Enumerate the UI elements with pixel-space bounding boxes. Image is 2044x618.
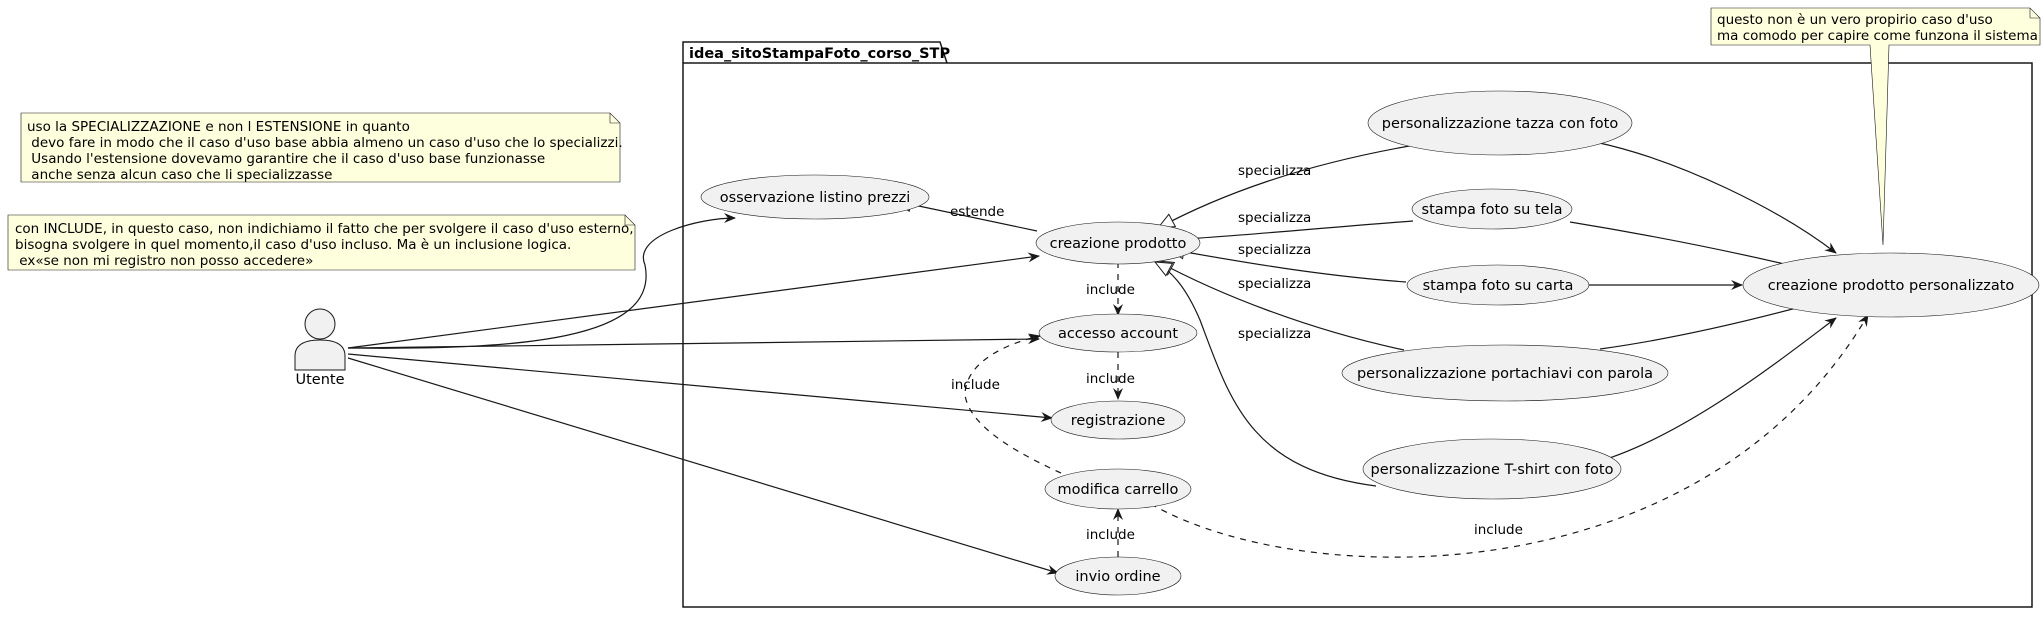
usecase-creazione[interactable]: creazione prodotto bbox=[1035, 221, 1201, 265]
note-include: con INCLUDE, in questo caso, non indichi… bbox=[7, 214, 636, 271]
label-include: include bbox=[1086, 371, 1135, 387]
label-specializza: specializza bbox=[1238, 326, 1311, 342]
note-sistema: questo non è un vero propirio caso d'uso… bbox=[1710, 7, 2041, 246]
usecase-accesso[interactable]: accesso account bbox=[1038, 313, 1198, 353]
label-specializza: specializza bbox=[1238, 163, 1311, 179]
note-line: con INCLUDE, in questo caso, non indichi… bbox=[15, 221, 634, 237]
edge-specializza-portachiavi bbox=[1157, 261, 1405, 351]
note-line: ma comodo per capire come funzona il sis… bbox=[1717, 28, 2038, 44]
label-include: include bbox=[1086, 282, 1135, 298]
label-specializza: specializza bbox=[1238, 242, 1311, 258]
edge-portachiavi-personalizzato bbox=[1599, 301, 1816, 350]
note-line: uso la SPECIALIZZAZIONE e non l ESTENSIO… bbox=[27, 119, 410, 135]
usecase-label: osservazione listino prezzi bbox=[720, 190, 911, 206]
note-line: bisogna svolgere in quel momento,il caso… bbox=[15, 237, 571, 253]
usecase-tshirt[interactable]: personalizzazione T-shirt con foto bbox=[1362, 438, 1622, 500]
edge-specializza-tazza bbox=[1158, 144, 1416, 228]
actor-utente[interactable]: Utente bbox=[294, 308, 346, 388]
usecase-carta[interactable]: stampa foto su carta bbox=[1406, 264, 1590, 306]
usecase-label: accesso account bbox=[1058, 326, 1178, 342]
edge-utente-creazione bbox=[347, 252, 1040, 349]
label-include: include bbox=[1474, 522, 1523, 538]
usecase-modifica[interactable]: modifica carrello bbox=[1044, 468, 1192, 510]
usecase-label: creazione prodotto bbox=[1050, 236, 1187, 252]
actor-label: Utente bbox=[295, 372, 344, 388]
note-specializzazione: uso la SPECIALIZZAZIONE e non l ESTENSIO… bbox=[20, 112, 623, 183]
usecase-portachiavi[interactable]: personalizzazione portachiavi con parola bbox=[1341, 344, 1669, 402]
usecase-label: stampa foto su tela bbox=[1422, 202, 1563, 218]
usecase-label: registrazione bbox=[1071, 413, 1166, 429]
note-line: devo fare in modo che il caso d'uso base… bbox=[27, 135, 623, 151]
usecases: osservazione listino prezzi creazione pr… bbox=[700, 90, 2040, 596]
usecase-registrazione[interactable]: registrazione bbox=[1050, 400, 1186, 440]
usecase-invio[interactable]: invio ordine bbox=[1054, 556, 1182, 596]
label-include: include bbox=[1086, 527, 1135, 543]
note-line: Usando l'estensione dovevamo garantire c… bbox=[27, 151, 545, 167]
usecase-label: invio ordine bbox=[1075, 569, 1160, 585]
note-line: anche senza alcun caso che li specializz… bbox=[27, 167, 332, 183]
usecase-osservazione[interactable]: osservazione listino prezzi bbox=[700, 174, 930, 220]
package: idea_sitoStampaFoto_corso_STP bbox=[682, 41, 2033, 608]
package-title: idea_sitoStampaFoto_corso_STP bbox=[689, 46, 950, 62]
usecase-label: modifica carrello bbox=[1058, 482, 1179, 498]
edge-labels: estende specializza specializza speciali… bbox=[950, 163, 1523, 543]
usecase-label: stampa foto su carta bbox=[1423, 278, 1574, 294]
usecase-tazza[interactable]: personalizzazione tazza con foto bbox=[1367, 90, 1633, 156]
usecase-label: personalizzazione tazza con foto bbox=[1382, 116, 1619, 132]
usecase-label: creazione prodotto personalizzato bbox=[1768, 278, 2015, 294]
edge-specializza-tshirt bbox=[1155, 262, 1377, 487]
usecase-tela[interactable]: stampa foto su tela bbox=[1411, 188, 1573, 230]
edge-tela-personalizzato bbox=[1569, 221, 1811, 273]
note-line: ex«se non mi registro non posso accedere… bbox=[15, 253, 313, 269]
usecase-label: personalizzazione T-shirt con foto bbox=[1371, 462, 1614, 478]
edge-utente-registrazione bbox=[347, 353, 1053, 422]
edges bbox=[347, 141, 1837, 575]
label-include: include bbox=[951, 377, 1000, 393]
edge-tshirt-personalizzato bbox=[1589, 317, 1837, 465]
edge-include-modifica-accesso bbox=[964, 333, 1073, 479]
label-estende: estende bbox=[950, 204, 1004, 220]
label-specializza: specializza bbox=[1238, 210, 1311, 226]
dashed-edges bbox=[964, 262, 1869, 558]
note-line: questo non è un vero propirio caso d'uso bbox=[1717, 12, 1993, 28]
actor-icon bbox=[294, 308, 346, 371]
usecase-label: personalizzazione portachiavi con parola bbox=[1357, 366, 1653, 382]
usecase-personalizzato[interactable]: creazione prodotto personalizzato bbox=[1742, 252, 2040, 318]
edge-tazza-personalizzato bbox=[1594, 141, 1837, 254]
edge-utente-accesso bbox=[347, 334, 1040, 349]
edge-utente-invio bbox=[347, 357, 1059, 575]
edge-include-modifica-personalizzato bbox=[1150, 314, 1869, 558]
label-specializza: specializza bbox=[1238, 276, 1311, 292]
